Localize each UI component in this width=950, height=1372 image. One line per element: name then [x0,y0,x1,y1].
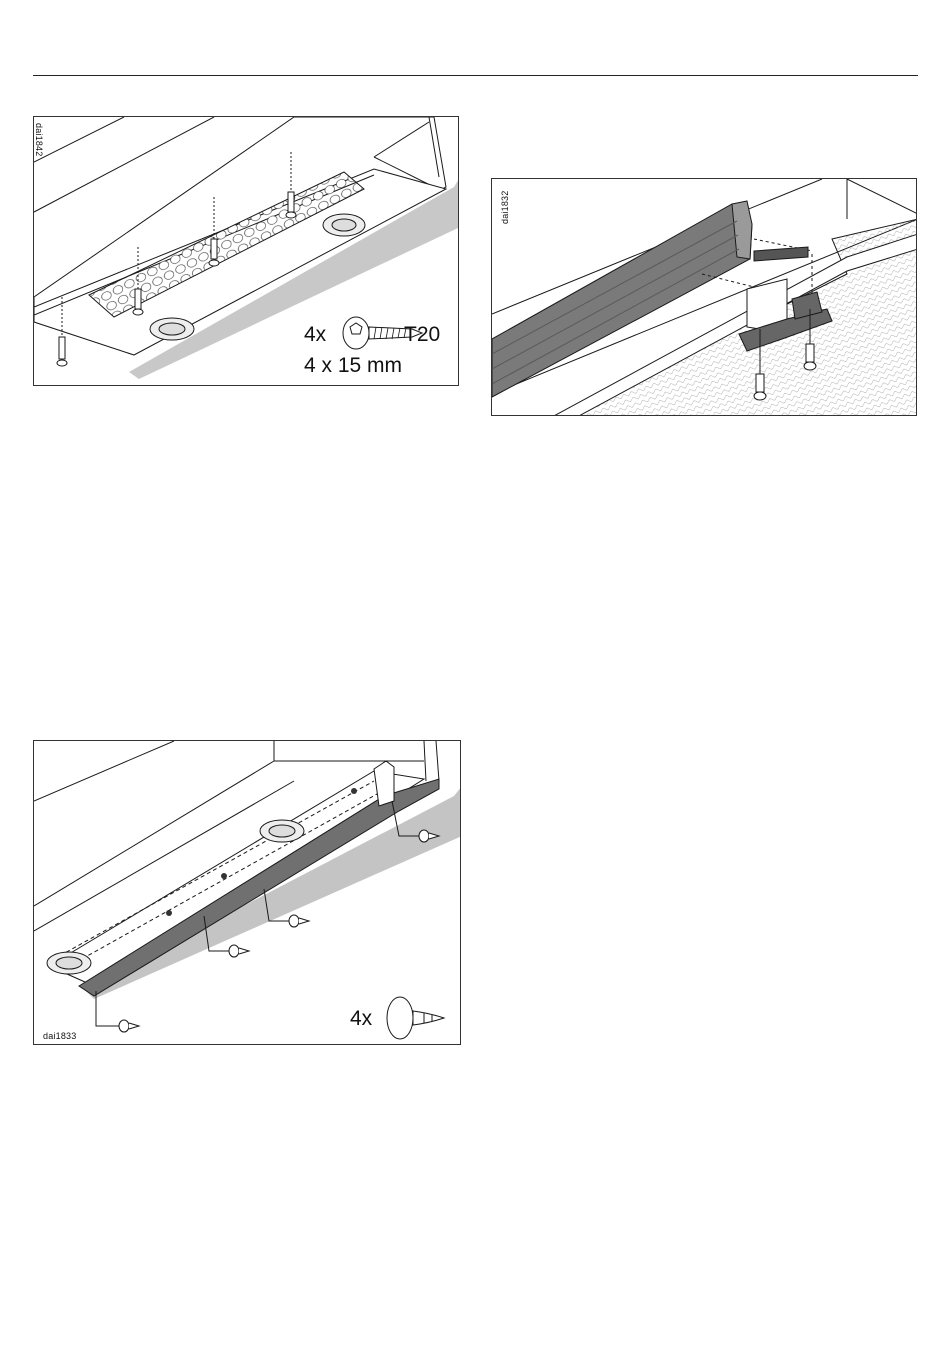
figure-bracket-mount: dai1832 [491,178,917,416]
figure-filter-screws: dai1842 4x T20 4 x 15 mm [33,116,459,386]
screw-quantity: 4x [304,324,326,345]
header-rule [33,75,918,76]
filter-panel-illustration [34,117,459,386]
figure-code: dai1842 [34,123,44,156]
figure-code: dai1832 [500,191,510,224]
trim-strip-illustration [34,741,461,1045]
bracket-illustration [492,179,917,416]
screw-drive-type: T20 [404,324,440,345]
screw-size: 4 x 15 mm [304,355,402,376]
figure-trim-strip-rivets: dai1833 4x [33,740,461,1045]
push-rivet-icon [387,997,444,1039]
figure-code: dai1833 [43,1031,76,1041]
rivet-quantity: 4x [350,1008,372,1029]
